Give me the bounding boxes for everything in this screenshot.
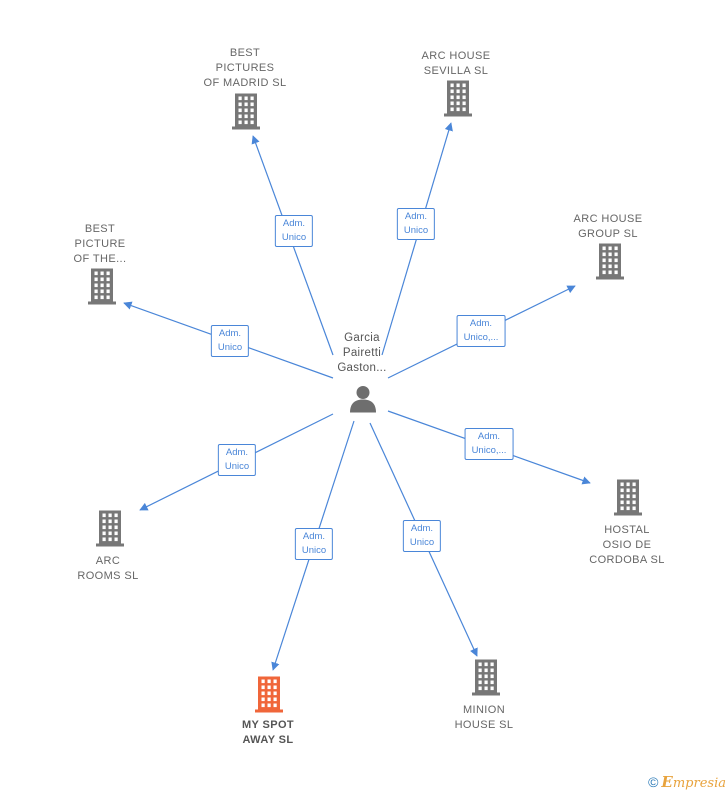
company-label-minion-house[interactable]: MINION HOUSE SL [454,704,514,731]
edge-label-my-spot-away[interactable]: Adm. Unico [294,528,334,560]
company-label-my-spot-away[interactable]: MY SPOT AWAY SL [241,719,295,746]
copyright-icon: © [648,774,659,790]
building-icon[interactable] [471,659,501,701]
footer-brand: ©Empresia [648,773,726,791]
company-label-arc-rooms[interactable]: ARC ROOMS SL [77,555,139,582]
building-icon[interactable] [87,268,117,310]
building-icon[interactable] [613,479,643,521]
edge-label-arc-house-sevilla[interactable]: Adm. Unico [396,208,436,240]
edge-label-best-picture-of-the[interactable]: Adm. Unico [210,325,250,357]
building-icon[interactable] [443,80,473,122]
edge-label-minion-house[interactable]: Adm. Unico [402,520,442,552]
building-icon[interactable] [231,93,261,135]
company-label-best-pictures-madrid[interactable]: BEST PICTURES OF MADRID SL [203,47,287,89]
company-label-arc-house-group[interactable]: ARC HOUSE GROUP SL [573,213,643,240]
company-label-best-picture-of-the[interactable]: BEST PICTURE OF THE... [73,223,127,265]
edge-label-hostal-osio[interactable]: Adm. Unico,... [464,428,514,460]
company-label-hostal-osio[interactable]: HOSTAL OSIO DE CORDOBA SL [589,524,665,566]
center-person-label[interactable]: Garcia Pairetti Gaston... [337,332,387,374]
brand-logo: Empresia [661,773,726,791]
building-icon[interactable] [595,243,625,285]
person-icon[interactable] [348,384,378,419]
edge-label-best-pictures-madrid[interactable]: Adm. Unico [274,215,314,247]
company-label-arc-house-sevilla[interactable]: ARC HOUSE SEVILLA SL [421,50,491,77]
building-icon[interactable] [95,510,125,552]
edge-label-arc-rooms[interactable]: Adm. Unico [217,444,257,476]
edge-label-arc-house-group[interactable]: Adm. Unico,... [456,315,506,347]
building-icon[interactable] [254,676,284,718]
